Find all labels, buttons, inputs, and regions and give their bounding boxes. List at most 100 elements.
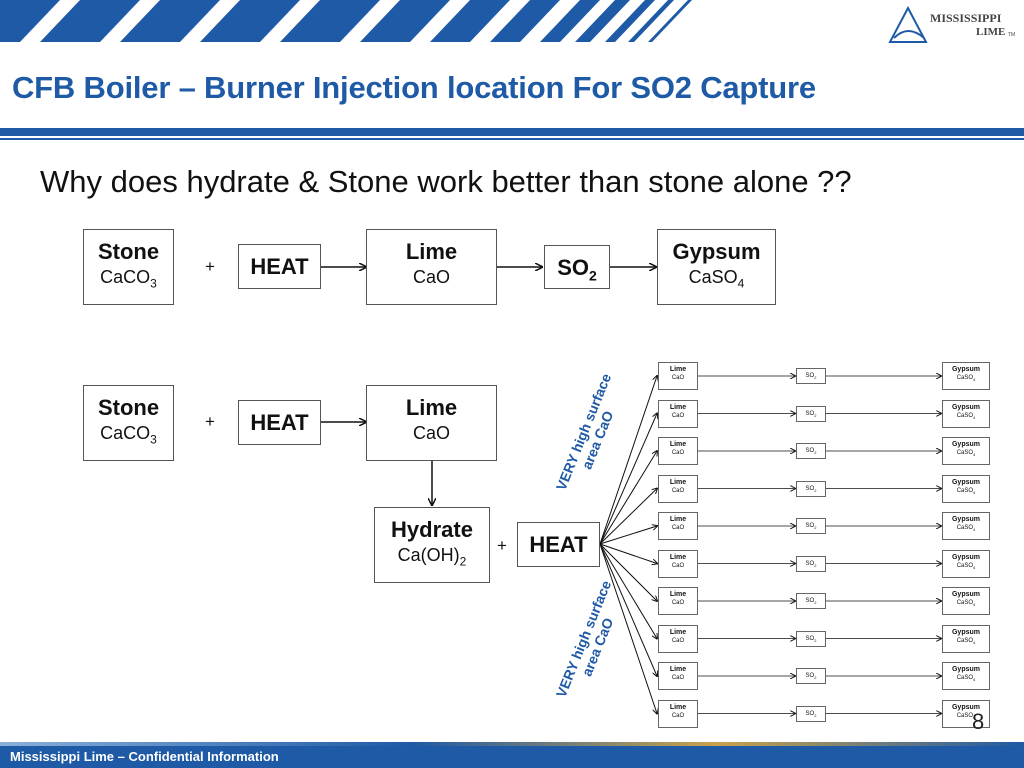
fan-so2-box: SO2 bbox=[796, 630, 826, 647]
logo-line2: LIME bbox=[976, 26, 1005, 38]
fan-arrow-heat-to-lime bbox=[599, 526, 657, 545]
fan-lime-label: Lime bbox=[669, 591, 687, 598]
logo-tm: TM bbox=[1008, 32, 1015, 38]
fan-lime-label: Lime bbox=[669, 553, 687, 561]
fan-lime-formula: CaO bbox=[671, 637, 685, 644]
stone-formula: CaCO3 bbox=[100, 423, 157, 447]
footer-text: Mississippi Lime – Confidential Informat… bbox=[10, 749, 279, 764]
lime-formula: CaO bbox=[412, 423, 450, 443]
fan-gypsum-label: Gypsum bbox=[951, 553, 980, 561]
gypsum-label: Gypsum bbox=[672, 239, 761, 264]
hydrate-label: Hydrate bbox=[391, 517, 473, 542]
fan-gypsum-formula: CaSO4 bbox=[956, 525, 976, 533]
lime-formula: CaO bbox=[412, 267, 450, 287]
fan-lime-formula: CaO bbox=[671, 712, 685, 719]
so2-box-1: SO2 bbox=[544, 245, 610, 289]
fan-so2-label: SO bbox=[805, 373, 815, 379]
gypsum-formula: CaSO4 bbox=[688, 267, 745, 291]
fan-arrow-heat-to-lime bbox=[599, 376, 657, 545]
fan-so2-box: SO2 bbox=[796, 405, 826, 422]
fan-so2-box: SO2 bbox=[796, 368, 826, 384]
fan-lime-formula: CaO bbox=[671, 600, 685, 606]
mississippi-lime-logo: MISSISSIPPI LIME TM bbox=[886, 2, 1020, 46]
fan-gypsum-formula: CaSO4 bbox=[956, 375, 976, 383]
fan-so2-sub: 2 bbox=[814, 562, 817, 568]
fan-so2-label: SO bbox=[805, 410, 815, 417]
fan-arrow-heat-to-lime bbox=[599, 543, 657, 714]
fan-lime-label: Lime bbox=[669, 703, 687, 711]
footer-stripe bbox=[0, 742, 1024, 746]
fan-lime-label: Lime bbox=[669, 403, 687, 411]
gypsum-box-1: Gypsum CaSO4 bbox=[657, 229, 776, 305]
fan-so2-label: SO bbox=[805, 710, 815, 717]
fan-lime-formula: CaO bbox=[671, 562, 685, 569]
fan-so2-label: SO bbox=[805, 635, 815, 642]
heat-label: HEAT bbox=[250, 254, 309, 279]
fan-gypsum-formula: CaSO4 bbox=[956, 562, 976, 570]
lime-box-1: Lime CaO bbox=[366, 229, 497, 305]
fan-so2-box: SO2 bbox=[796, 555, 826, 572]
lime-box-2: Lime CaO bbox=[366, 385, 497, 461]
fan-gypsum-label: Gypsum bbox=[951, 403, 980, 411]
fan-lime-formula: CaO bbox=[671, 412, 685, 419]
fan-lime-formula: CaO bbox=[671, 450, 685, 456]
fan-so2-box: SO2 bbox=[796, 593, 826, 609]
fan-arrows bbox=[599, 376, 941, 714]
lime-label: Lime bbox=[405, 395, 458, 420]
fan-gypsum-formula: CaSO4 bbox=[956, 675, 976, 683]
title-rule-thin bbox=[0, 138, 1024, 140]
fan-arrow-heat-to-lime bbox=[599, 543, 657, 676]
stone-box-2: Stone CaCO3 bbox=[83, 385, 174, 461]
fan-so2-box: SO2 bbox=[796, 668, 826, 684]
fan-so2-sub: 2 bbox=[814, 375, 817, 381]
fan-so2-label: SO bbox=[805, 598, 815, 604]
hydrate-formula: Ca(OH)2 bbox=[397, 545, 467, 569]
stone-box-1: Stone CaCO3 bbox=[83, 229, 174, 305]
fan-gypsum-label: Gypsum bbox=[951, 666, 980, 673]
fan-lime-formula: CaO bbox=[671, 375, 685, 381]
plus-sign-2: + bbox=[205, 412, 215, 431]
fan-gypsum-label: Gypsum bbox=[951, 366, 980, 373]
stone-label: Stone bbox=[97, 239, 160, 264]
top-stripe-banner bbox=[0, 0, 880, 42]
fan-gypsum-formula: CaSO4 bbox=[956, 600, 976, 608]
fan-so2-sub: 2 bbox=[814, 600, 817, 606]
heat-box-1: HEAT bbox=[238, 244, 321, 289]
page-title: CFB Boiler – Burner Injection location F… bbox=[12, 70, 816, 105]
fan-gypsum-formula: CaSO4 bbox=[956, 712, 976, 720]
title-rule bbox=[0, 128, 1024, 136]
fan-gypsum-formula: CaSO4 bbox=[956, 412, 976, 420]
fan-lime-label: Lime bbox=[669, 516, 687, 523]
plus-sign-1: + bbox=[205, 257, 215, 276]
stone-formula: CaCO3 bbox=[100, 267, 157, 291]
fan-gypsum-label: Gypsum bbox=[951, 703, 980, 711]
fan-so2-box: SO2 bbox=[796, 705, 826, 722]
fan-lime-formula: CaO bbox=[671, 487, 685, 494]
page-number: 8 bbox=[972, 709, 985, 734]
fan-gypsum-formula: CaSO4 bbox=[956, 487, 976, 495]
fan-so2-label: SO bbox=[805, 560, 815, 567]
fan-so2-box: SO2 bbox=[796, 518, 826, 534]
fan-gypsum-formula: CaSO4 bbox=[956, 637, 976, 645]
fan-gypsum-formula: CaSO4 bbox=[956, 450, 976, 458]
fan-lime-label: Lime bbox=[669, 441, 687, 448]
fan-lime-formula: CaO bbox=[671, 525, 685, 531]
footer-bar bbox=[0, 744, 1024, 768]
fan-gypsum-label: Gypsum bbox=[951, 516, 980, 523]
fan-so2-sub: 2 bbox=[814, 487, 817, 493]
heat-box-2: HEAT bbox=[238, 400, 321, 445]
